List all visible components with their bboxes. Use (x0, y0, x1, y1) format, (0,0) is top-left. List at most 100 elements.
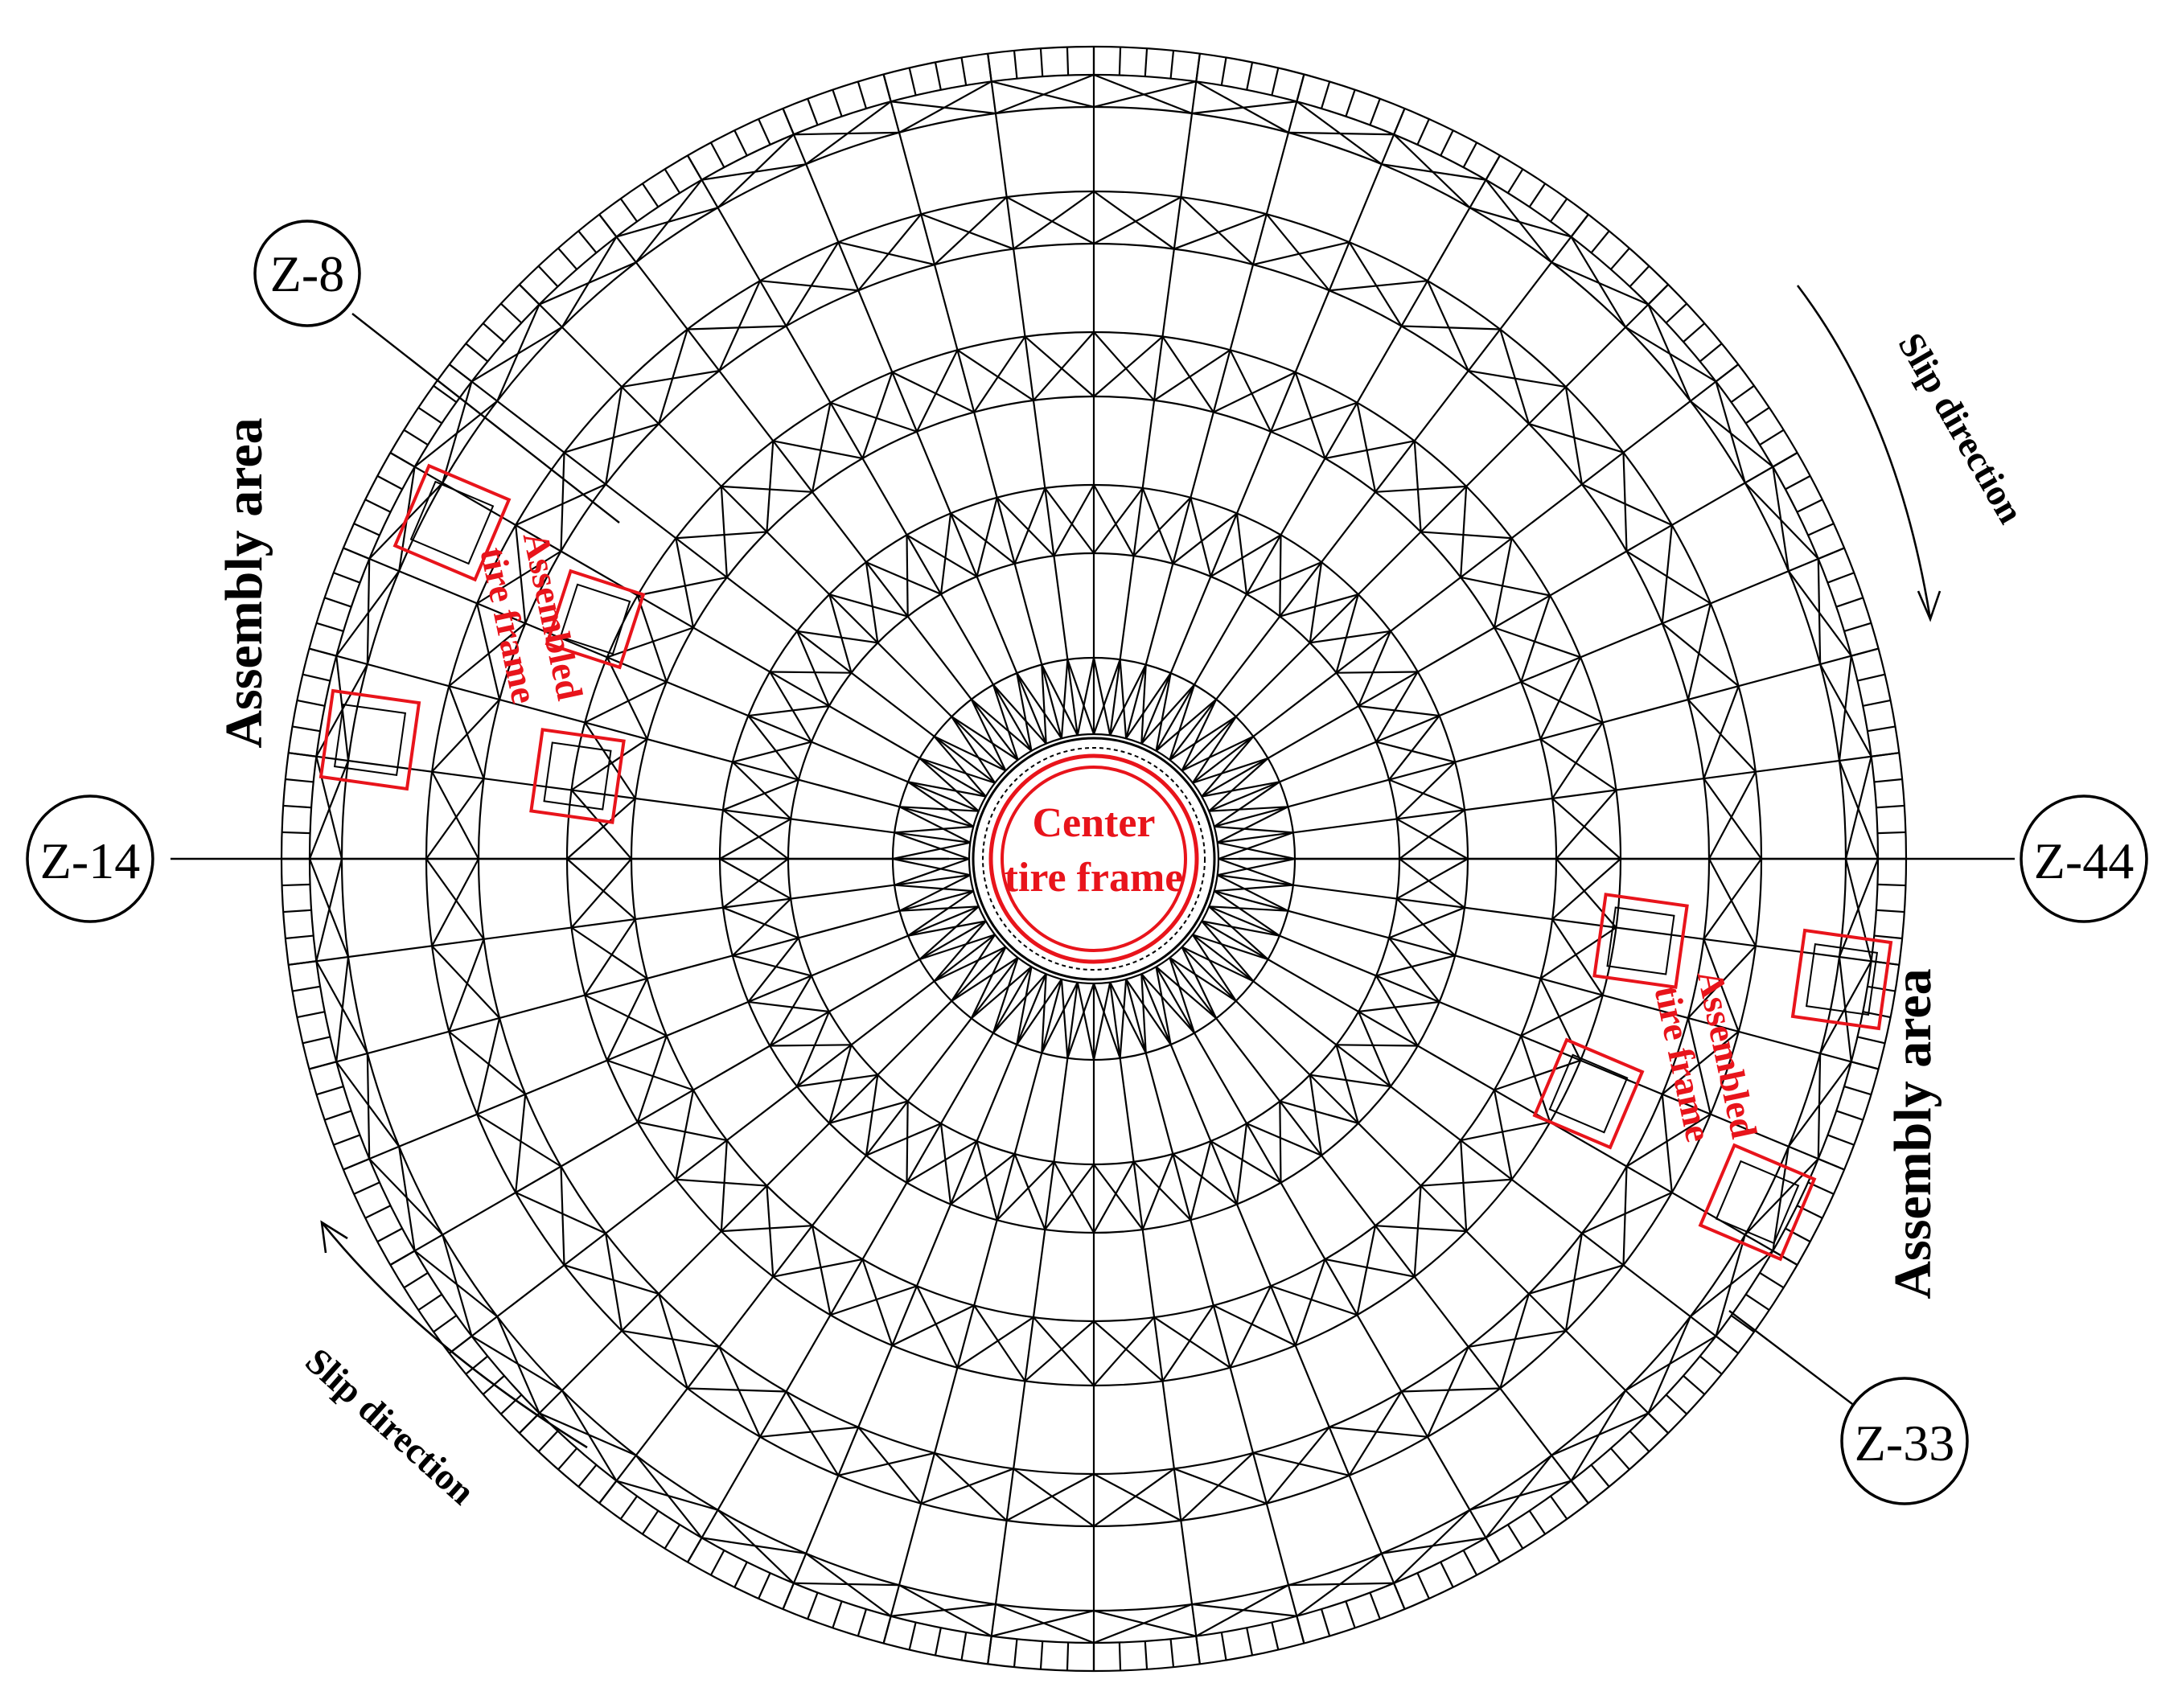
rim-segment (1506, 168, 1524, 194)
lattice-brace (722, 858, 789, 909)
rim-segment (1610, 247, 1630, 270)
lattice-brace (1570, 236, 1627, 328)
lattice-brace (907, 920, 986, 937)
lattice-brace (1155, 967, 1172, 1045)
lattice-brace (1016, 672, 1062, 739)
rim-segment (641, 1510, 660, 1535)
rim-segment (285, 934, 314, 940)
rim-segment (882, 1616, 892, 1644)
rim-segment (343, 1158, 370, 1171)
lattice-brace (687, 325, 787, 331)
rim-segment (1807, 523, 1835, 536)
rim-segment (1195, 53, 1201, 82)
lattice-brace (899, 874, 971, 912)
lattice-brace (773, 1258, 863, 1278)
lattice-brace (1013, 1153, 1046, 1230)
lattice-brace (919, 757, 996, 784)
rim-segment (1863, 1011, 1891, 1019)
lattice-brace (637, 1121, 728, 1142)
lattice-brace (1426, 280, 1469, 372)
lattice-radial (519, 284, 1007, 772)
slip-label-top-right: Slip direction (1890, 326, 2032, 530)
rim-segment (733, 1561, 748, 1588)
rim-segment (1876, 909, 1905, 914)
lattice-brace (1687, 1017, 1711, 1115)
lattice-brace (828, 1045, 853, 1124)
axis-line-z33 (1728, 1310, 1863, 1412)
lattice-brace (719, 818, 791, 860)
lattice-brace (1396, 858, 1469, 900)
rim-segment (1818, 1158, 1845, 1171)
lattice-brace (1181, 699, 1218, 771)
axis-callout-z33: Z-33 (1840, 1377, 1969, 1505)
lattice-brace (636, 1035, 668, 1123)
rim-segment (343, 547, 370, 560)
rim-segment (1246, 1628, 1254, 1656)
lattice-brace (811, 402, 832, 493)
lattice-brace (1375, 741, 1456, 763)
lattice-brace (1703, 685, 1740, 779)
lattice-brace (1109, 982, 1147, 1053)
rim-segment (1867, 725, 1896, 733)
lattice-brace (1092, 657, 1112, 736)
lattice-radial (882, 74, 1062, 739)
rim-segment (1876, 804, 1905, 809)
lattice-radial (309, 890, 974, 1070)
lattice-brace (890, 101, 996, 115)
lattice-brace (1190, 497, 1212, 577)
lattice-brace (658, 329, 688, 425)
rim-segment (1715, 1335, 1739, 1354)
rim-segment (1759, 429, 1785, 446)
lattice-brace (1555, 789, 1617, 860)
axis-lines (171, 313, 2015, 1412)
lattice-brace (1092, 659, 1121, 735)
rim-segment (1506, 1524, 1524, 1550)
lattice-brace (1209, 806, 1288, 812)
lattice-brace (635, 1455, 703, 1539)
rim-segment (1013, 50, 1018, 79)
lattice-brace (366, 1053, 371, 1160)
lattice-brace (1662, 1030, 1740, 1095)
lattice-brace (1066, 659, 1095, 735)
lattice-brace (584, 994, 668, 1037)
rim-segment (1039, 1640, 1044, 1669)
lattice-brace (1093, 487, 1144, 554)
lattice-brace (906, 1101, 909, 1183)
lattice-brace (1172, 512, 1238, 565)
rim-segment (1393, 1583, 1406, 1610)
lattice-brace (1420, 1178, 1512, 1187)
lattice-brace (687, 1387, 787, 1393)
lattice-brace (1494, 1059, 1581, 1091)
lattice-brace (719, 858, 791, 900)
rim-segment (1169, 1639, 1175, 1668)
lattice-brace (722, 906, 799, 939)
lattice-brace (1125, 672, 1172, 739)
assembled-frame-box (544, 569, 646, 670)
rim-segment (297, 1011, 325, 1019)
lattice-brace (1140, 974, 1147, 1053)
rim-segment (598, 214, 618, 238)
lattice-brace (976, 1140, 998, 1221)
rim-segment (664, 1524, 681, 1550)
lattice-brace (759, 280, 859, 292)
lattice-brace (621, 1329, 720, 1349)
lattice-radial (782, 108, 1047, 745)
rim-segment (1827, 572, 1855, 584)
lattice-brace (515, 483, 606, 527)
lattice-brace (1155, 672, 1172, 751)
rim-segment (297, 699, 325, 707)
lattice-brace (398, 1146, 416, 1251)
lattice-brace (828, 1100, 908, 1124)
rim-segment (285, 778, 314, 783)
lattice-brace (1093, 1161, 1135, 1234)
lattice-brace (898, 1584, 992, 1637)
lattice-brace (918, 905, 980, 960)
lattice-brace (865, 1074, 879, 1156)
rim-segment (1570, 214, 1589, 238)
lattice-brace (1153, 1316, 1231, 1369)
lattice-brace (732, 955, 812, 977)
lattice-brace (973, 1304, 1026, 1382)
lattice-brace (1093, 1316, 1155, 1386)
lattice-brace (828, 593, 908, 618)
lattice-brace (934, 1452, 1008, 1521)
